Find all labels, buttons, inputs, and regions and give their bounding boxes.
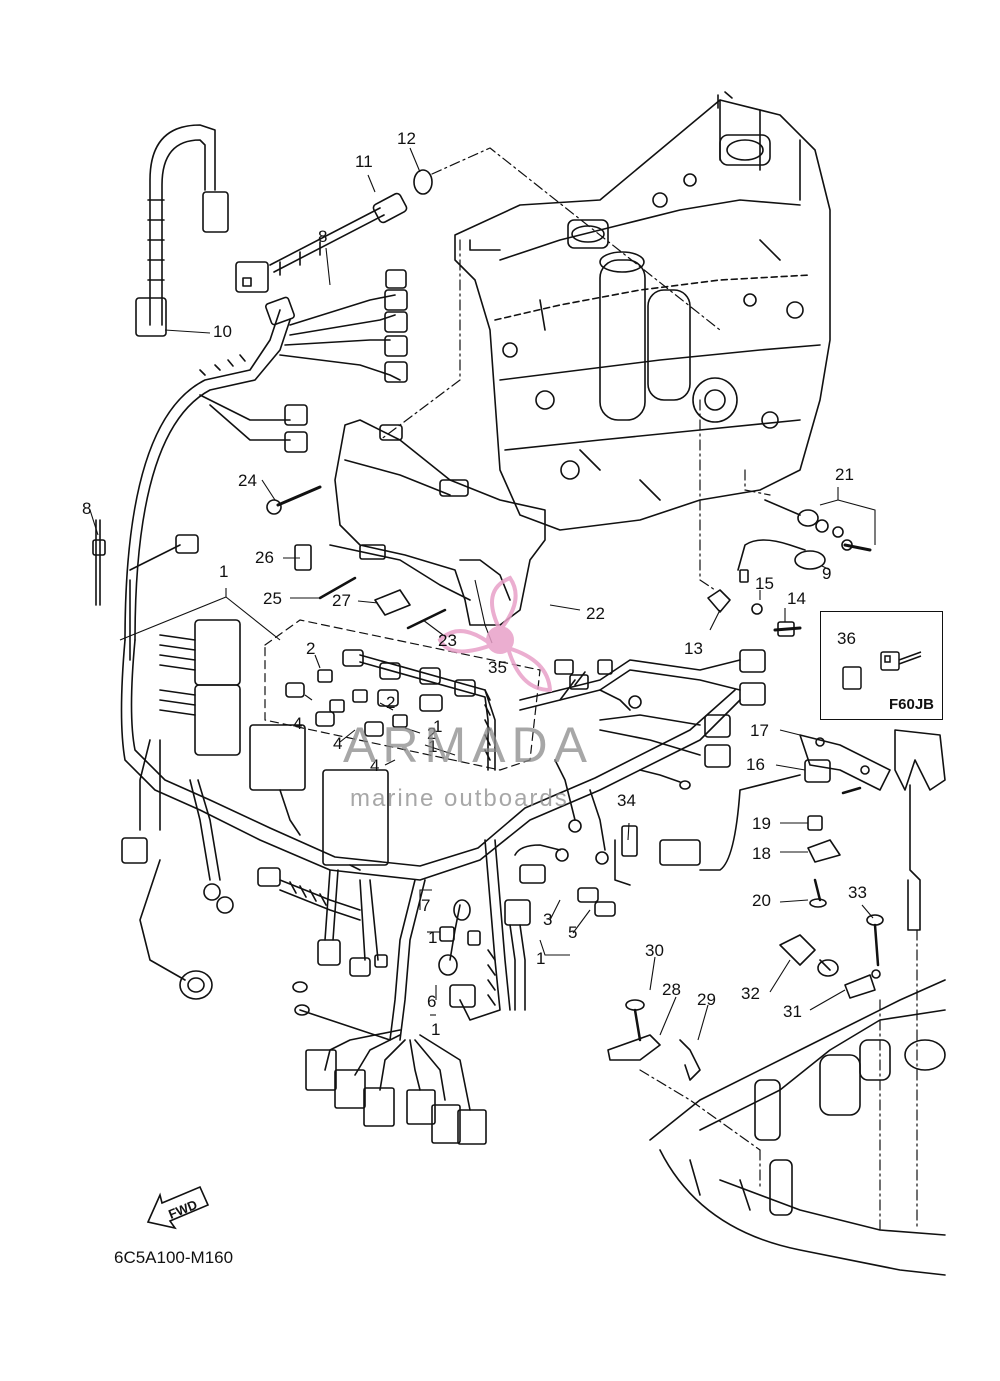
- part-label-24: 24: [238, 471, 257, 490]
- part-label-2: 2: [427, 724, 437, 743]
- extension-cable: [135, 124, 229, 337]
- part-label-29: 29: [697, 990, 716, 1009]
- inset-part-number: 36: [837, 629, 856, 648]
- inset-model-code: F60JB: [888, 696, 934, 713]
- part-label-30: 30: [645, 941, 664, 960]
- bottom-cowling: [649, 979, 946, 1276]
- part-label-4: 4: [370, 756, 380, 775]
- part-label-22: 22: [586, 604, 605, 623]
- part-label-19: 19: [752, 814, 771, 833]
- part-label-7: 7: [421, 896, 431, 915]
- watermark-brand: ARMADA: [343, 717, 593, 773]
- part-label-3: 3: [543, 910, 553, 929]
- part-label-17: 17: [750, 721, 769, 740]
- diagram-code: 6C5A100-M160: [114, 1248, 234, 1267]
- part-label-9: 9: [822, 564, 832, 583]
- part-label-20: 20: [752, 891, 771, 910]
- part-label-11: 11: [355, 152, 373, 171]
- part-label-27: 27: [332, 591, 351, 610]
- part-label-5: 5: [568, 923, 578, 942]
- forward-arrow: FWD: [146, 1185, 210, 1230]
- part-label-1: 1: [431, 1020, 441, 1039]
- part-label-8: 8: [318, 227, 328, 246]
- part-label-33: 33: [848, 883, 867, 902]
- part-label-1: 1: [428, 737, 438, 756]
- part-label-25: 25: [263, 589, 282, 608]
- part-label-13: 13: [684, 639, 703, 658]
- part-label-28: 28: [662, 980, 681, 999]
- part-label-14: 14: [787, 589, 806, 608]
- sensor-assembly: [235, 169, 433, 293]
- part-label-32: 32: [741, 984, 760, 1003]
- part-label-4: 4: [333, 734, 343, 753]
- part-label-1: 1: [219, 562, 229, 581]
- watermark-tagline: marine outboards: [350, 785, 569, 812]
- part-label-23: 23: [438, 631, 457, 650]
- part-label-18: 18: [752, 844, 771, 863]
- part-label-26: 26: [255, 548, 274, 567]
- part-label-8: 8: [82, 499, 92, 518]
- leader-lines: [89, 147, 876, 1041]
- engine-block: [454, 91, 831, 531]
- part-label-35: 35: [488, 658, 507, 677]
- armada-logo-watermark: [437, 575, 553, 693]
- inset-box: 36 F60JB: [820, 611, 943, 720]
- part-label-2: 2: [386, 693, 396, 712]
- inset-connector-icon: [842, 651, 922, 690]
- part-label-15: 15: [755, 574, 774, 593]
- part-label-4: 4: [293, 714, 303, 733]
- part-label-31: 31: [783, 1002, 802, 1021]
- part-label-34: 34: [617, 791, 636, 810]
- part-label-6: 6: [427, 992, 437, 1011]
- part-label-1: 1: [433, 717, 443, 736]
- part-label-16: 16: [746, 755, 765, 774]
- part-label-21: 21: [835, 465, 854, 484]
- part-label-1: 1: [428, 928, 438, 947]
- electrical-cover: [334, 419, 546, 626]
- main-harness: [120, 269, 741, 1000]
- part-label-2: 2: [306, 639, 316, 658]
- part-label-10: 10: [213, 322, 232, 341]
- part-label-1: 1: [536, 949, 546, 968]
- part-label-12: 12: [397, 129, 416, 148]
